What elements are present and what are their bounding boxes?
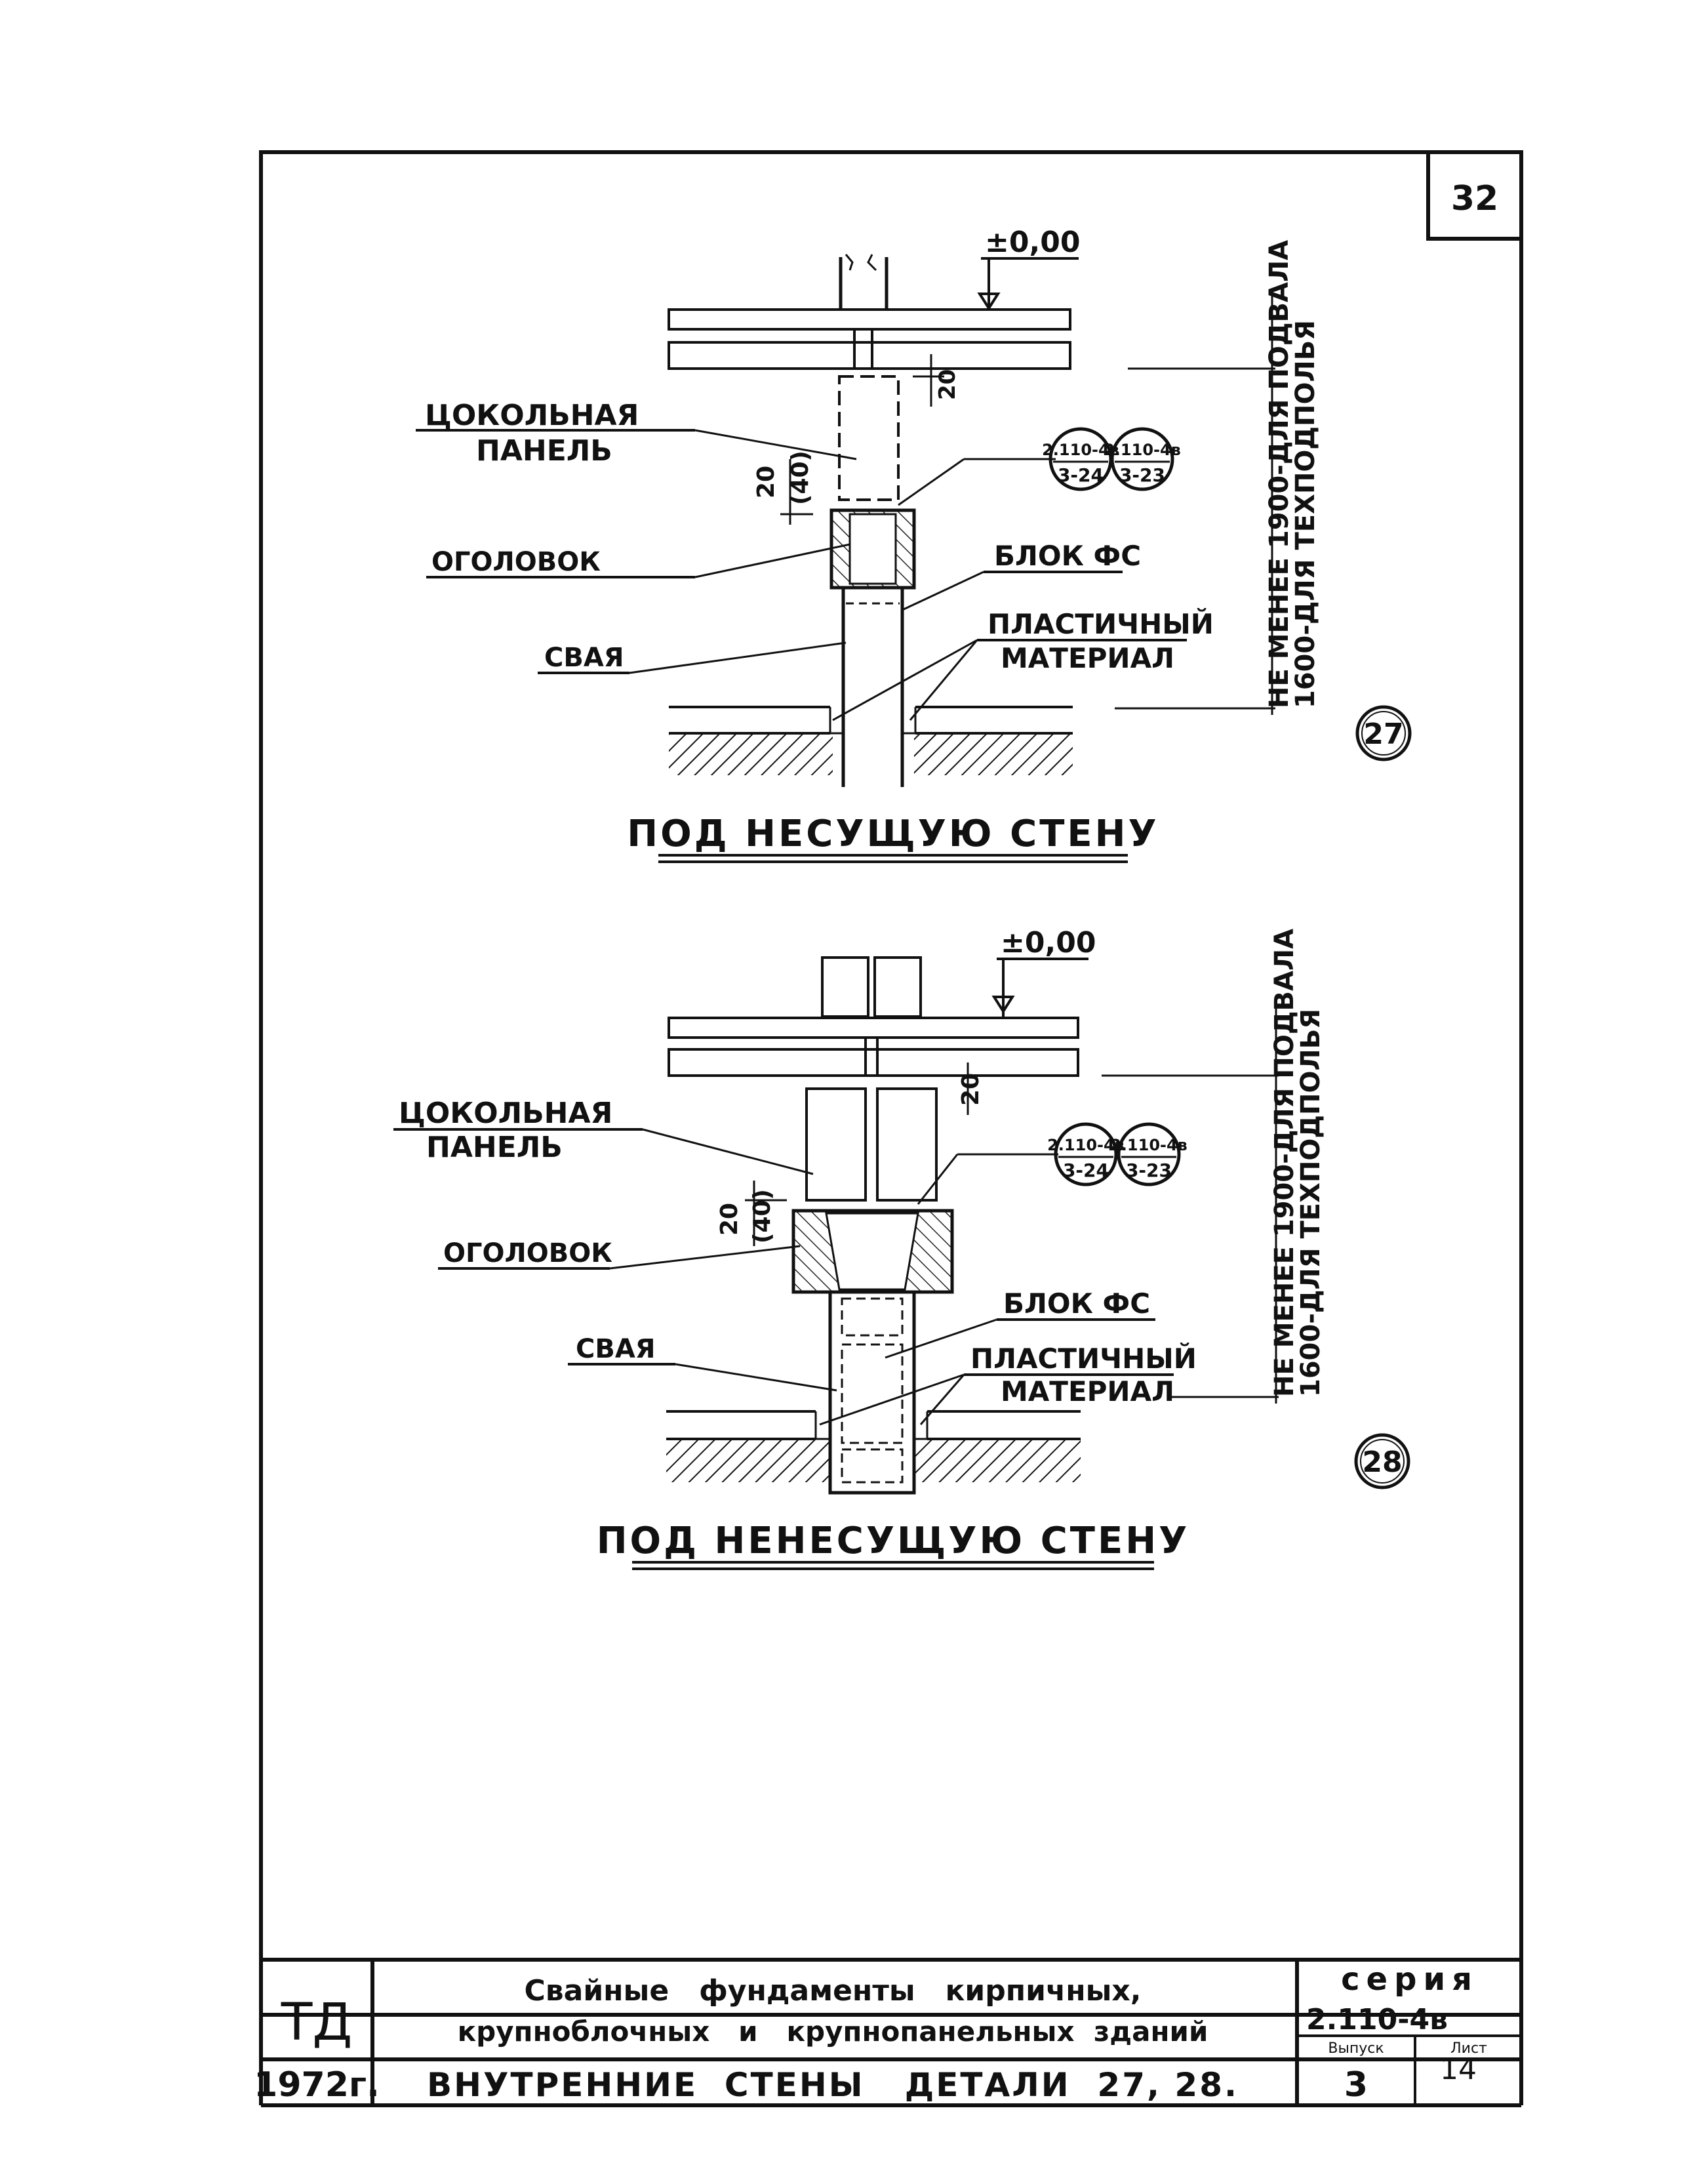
ref-28a-top: 2.110-4в — [1047, 1136, 1125, 1154]
title-line-2: крупноблочных и крупнопанельных зданий — [458, 2015, 1208, 2048]
plastic-label-27b: МАТЕРИАЛ — [1001, 642, 1174, 674]
ref-28b-bottom: 3-23 — [1126, 1160, 1172, 1181]
title-line-1: Свайные фундаменты кирпичных, — [525, 1974, 1142, 2008]
series-value: 2.110-4в — [1306, 2003, 1448, 2036]
plastic-label-27a: ПЛАСТИЧНЫЙ — [988, 607, 1214, 640]
sheet-value: 14 — [1440, 2053, 1477, 2086]
ref-27a-bottom: 3-24 — [1058, 464, 1104, 486]
dim-joint-28: 20 — [957, 1073, 984, 1106]
ref-27b-top: 2.110-4в — [1104, 441, 1181, 459]
level-mark-27: ±0,00 — [985, 226, 1080, 259]
title-block: ТД 1972г. Свайные фундаменты кирпичных, … — [254, 1958, 1523, 2107]
year: 1972г. — [254, 2065, 380, 2105]
block-label-28: БЛОК ФС — [1003, 1287, 1150, 1320]
ref-circle-28a — [1054, 1122, 1118, 1186]
pile-label-28: СВАЯ — [576, 1334, 656, 1364]
org-code: ТД — [281, 1993, 353, 2052]
pile-label-27: СВАЯ — [544, 643, 624, 673]
plastic-label-28b: МАТЕРИАЛ — [1001, 1375, 1174, 1407]
plinth-panel-label-27b: ПАНЕЛЬ — [476, 434, 612, 468]
plinth-panel-label-28b: ПАНЕЛЬ — [426, 1131, 563, 1164]
vertical-note-27a: НЕ МЕНЕЕ 1900-ДЛЯ ПОДВАЛА — [1264, 240, 1294, 708]
ref-28a-bottom: 3-24 — [1063, 1160, 1109, 1181]
detail-number-27: 27 — [1363, 718, 1403, 751]
ref-27a-top: 2.110-4в — [1042, 441, 1119, 459]
vertical-note-28b: 1600-ДЛЯ ТЕХПОДПОЛЬЯ — [1296, 1009, 1326, 1397]
sheet-number-box: 32 — [1426, 150, 1523, 241]
pile-cap-label-28: ОГОЛОВОК — [443, 1238, 612, 1268]
plinth-panel-label-28a: ЦОКОЛЬНАЯ — [399, 1097, 612, 1130]
dim-gap-alt-27: (40) — [787, 451, 814, 505]
block-label-27: БЛОК ФС — [994, 540, 1141, 572]
issue-value: 3 — [1344, 2065, 1368, 2105]
issue-label: Выпуск — [1328, 2040, 1384, 2057]
series-label: серия — [1341, 1961, 1479, 1998]
caption-27: ПОД НЕСУЩУЮ СТЕНУ — [627, 813, 1159, 855]
ref-27b-bottom: 3-23 — [1119, 464, 1165, 486]
dim-gap-28: 20 — [716, 1203, 743, 1236]
ref-circle-27b — [1110, 427, 1174, 491]
detail-number-28: 28 — [1362, 1446, 1402, 1479]
plastic-label-28a: ПЛАСТИЧНЫЙ — [970, 1342, 1197, 1375]
detail-27: ±0,00 20 (40) 20 ЦОКОЛЬНАЯ ПАНЕЛЬ ОГОЛОВ… — [416, 226, 1412, 863]
dim-gap-27: 20 — [753, 466, 780, 498]
sheet-label: Лист — [1450, 2040, 1487, 2057]
ref-28b-top: 2.110-4в — [1110, 1136, 1188, 1154]
dim-joint-27: 20 — [934, 369, 961, 400]
plinth-panel-label-27a: ЦОКОЛЬНАЯ — [425, 399, 639, 432]
sheet-title: ВНУТРЕННИЕ СТЕНЫ ДЕТАЛИ 27, 28. — [427, 2066, 1239, 2104]
detail-number-circle-27 — [1355, 705, 1412, 761]
ref-circle-28b — [1117, 1122, 1181, 1186]
vertical-note-28a: НЕ МЕНЕЕ 1900-ДЛЯ ПОДВАЛА — [1269, 929, 1300, 1397]
detail-number-circle-28 — [1354, 1433, 1410, 1489]
level-mark-28: ±0,00 — [1001, 926, 1096, 960]
sheet-number: 32 — [1451, 179, 1498, 218]
detail-28: ±0,00 20 (40) 20 ЦОКОЛЬНАЯ ПАНЕЛЬ ОГОЛОВ… — [393, 926, 1410, 1570]
dim-gap-alt-28: (40) — [749, 1189, 776, 1244]
sheet-frame — [259, 150, 1523, 2017]
caption-28: ПОД НЕНЕСУЩУЮ СТЕНУ — [597, 1520, 1190, 1562]
pile-cap-label-27: ОГОЛОВОК — [431, 547, 601, 577]
vertical-note-27b: 1600-ДЛЯ ТЕХПОДПОЛЬЯ — [1290, 320, 1321, 708]
